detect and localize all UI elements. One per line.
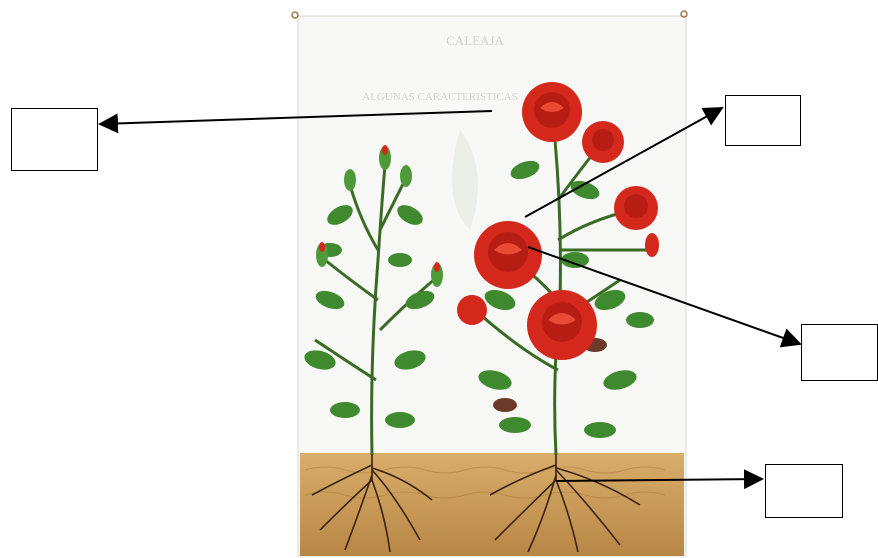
poster-subheading: ALGUNAS CARACTERISTICAS bbox=[362, 91, 518, 103]
rose-bud bbox=[344, 169, 356, 191]
poster-heading: CALEAJA bbox=[446, 33, 504, 48]
rose-flower-right bbox=[614, 186, 658, 230]
rose-bud-tip bbox=[434, 262, 440, 272]
rose-flower-upper-right bbox=[582, 121, 624, 163]
rose-flower-center bbox=[474, 221, 542, 289]
rose-bud-tip bbox=[382, 145, 388, 155]
label-box-bottom-right[interactable] bbox=[765, 464, 843, 518]
label-box-middle-right[interactable] bbox=[801, 324, 878, 381]
label-box-top-right[interactable] bbox=[725, 95, 801, 146]
rose-bud-right bbox=[645, 233, 659, 257]
rose-flower-top bbox=[522, 82, 582, 142]
rose-flower-lower bbox=[527, 290, 597, 360]
soil bbox=[300, 453, 684, 556]
rose-flower-left-small bbox=[457, 295, 487, 325]
soil-layer bbox=[300, 453, 684, 556]
poster-hook-left bbox=[292, 12, 298, 18]
rose-bud-tip bbox=[319, 242, 325, 252]
rose-bud bbox=[400, 165, 412, 187]
label-box-left[interactable] bbox=[11, 108, 98, 171]
